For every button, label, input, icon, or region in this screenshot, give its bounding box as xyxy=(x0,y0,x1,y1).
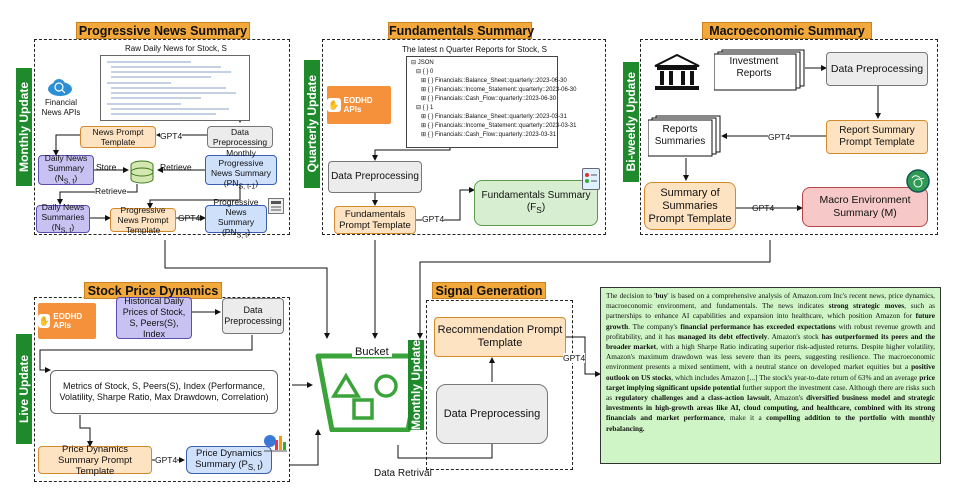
macro-environment-summary: Macro Environment Summary (M) xyxy=(802,187,928,227)
fundamentals-panel xyxy=(322,39,606,235)
globe-gear-icon xyxy=(904,168,932,194)
daily-news-summary: Daily News Summary (NS, t) xyxy=(38,153,94,186)
progressive-news-panel xyxy=(34,39,290,235)
progressive-news-summary: Progressive News Summary (PNS, t) xyxy=(205,197,267,240)
cloud-icon xyxy=(47,77,73,97)
output-text-segment: The decision to ' xyxy=(606,291,656,300)
progressive-news-title: Progressive News Summary xyxy=(76,22,250,39)
summaries-stack-icon xyxy=(647,114,722,158)
output-emphasis: compelling addition to the portfolio wit… xyxy=(606,413,935,433)
signal-data-preprocessing: Data Preprocessing xyxy=(436,384,548,444)
json-line: ⊞ { } Financials::Balance_Sheet::quarter… xyxy=(421,78,567,84)
historical-prices: Historical Daily Prices of Stock, S, Pee… xyxy=(116,296,192,339)
report-summary-prompt-template: Report Summary Prompt Template xyxy=(826,120,928,154)
stock-title: Stock Price Dynamics xyxy=(84,282,222,299)
fundamentals-data-preprocessing: Data Preprocessing xyxy=(328,161,422,193)
json-line: ⊟ JSON xyxy=(411,60,434,66)
output-emphasis: regulatory challenges and a class-action… xyxy=(615,393,770,403)
macro-data-preprocessing: Data Preprocessing xyxy=(826,52,928,86)
json-line: ⊞ { } Financials::Income_Statement::quar… xyxy=(421,87,577,93)
retrieve-label: Retrieve xyxy=(160,162,192,172)
output-text-segment: , Amazon's xyxy=(769,393,807,403)
output-text-segment: further support the investment case. Alt… xyxy=(606,382,935,403)
raw-news-document xyxy=(100,55,250,121)
output-emphasis: future growth xyxy=(606,311,935,331)
summary-of-summaries-prompt: Summary of Summaries Prompt Template xyxy=(644,182,736,230)
stock-cadence-label: Live Update xyxy=(16,334,32,444)
stock-eodhd-api: ✋EODHD APIs xyxy=(38,303,96,339)
output-emphasis: strong strategic moves xyxy=(828,301,905,311)
quarter-reports-title: The latest n Quarter Reports for Stock, … xyxy=(402,45,547,54)
json-line: ⊞ { } Financials::Cash_Flow::quarterly::… xyxy=(421,132,557,138)
json-line: ⊟ { } 0 xyxy=(416,69,434,75)
fundamentals-gpt4-label: GPT4 xyxy=(422,214,445,224)
macro-cadence-label: Bi-weekly Update xyxy=(623,62,639,182)
fundamentals-eodhd-api: ✋EODHD APIs xyxy=(327,86,391,124)
output-text-segment: , make it a xyxy=(723,413,767,423)
output-emphasis: diversified business model and strategic… xyxy=(606,393,935,423)
price-dynamics-prompt-template: Price Dynamics Summary Prompt Template xyxy=(38,444,152,477)
output-emphasis: financial performance has exceeded expec… xyxy=(680,321,836,331)
json-line: ⊞ { } Financials::Balance_Sheet::quarter… xyxy=(421,114,567,120)
bank-icon xyxy=(652,52,702,92)
signal-title: Signal Generation xyxy=(432,282,546,299)
stock-data-preprocessing: Data Preprocessing xyxy=(222,298,284,334)
output-text-segment: ' is based on a comprehensive analysis o… xyxy=(606,291,936,311)
progressive-gpt4b-label: GPT4 xyxy=(178,213,201,223)
data-retrieval-label: Data Retrival xyxy=(374,468,432,479)
quarter-json-tree: ⊟ JSON ⊟ { } 0 ⊞ { } Financials::Balance… xyxy=(406,56,577,148)
macro-panel xyxy=(640,39,938,235)
progressive-gpt4-label: GPT4 xyxy=(160,131,183,141)
eodhd-logo-icon: ✋ xyxy=(327,98,341,112)
output-emphasis: has outperformed its peers and the broad… xyxy=(606,331,936,352)
output-emphasis: positive outlook on US stocks xyxy=(606,362,935,382)
output-text-segment: , such as partnerships to enhance AI cap… xyxy=(606,301,935,321)
bucket-label: Bucket xyxy=(352,347,392,358)
raw-news-title: Raw Daily News for Stock, S xyxy=(125,44,227,53)
reports-summaries: Reports Summaries xyxy=(654,124,706,147)
fundamentals-cadence-label: Quarterly Update xyxy=(304,60,320,188)
daily-news-summaries: Daily News Summaries (NS, t) xyxy=(36,202,90,235)
news-prompt-template: News Prompt Template xyxy=(80,126,156,148)
store-label: Store xyxy=(96,162,117,172)
fundamentals-summary: Fundamentals Summary (FS) xyxy=(474,180,598,226)
progressive-cadence-label: Monthly Update xyxy=(16,68,32,186)
progressive-prompt-template: Progressive News Prompt Template xyxy=(110,205,176,235)
output-text-segment: . The company's xyxy=(628,321,681,331)
macro-title: Macroeconomic Summary xyxy=(702,22,872,39)
json-line: ⊞ { } Financials::Income_Statement::quar… xyxy=(421,123,577,129)
macro-gpt4-label: GPT4 xyxy=(768,132,791,142)
chart-icon xyxy=(262,432,288,454)
metrics-box: Metrics of Stock, S, Peers(S), Index (Pe… xyxy=(50,370,278,414)
price-dynamics-summary: Price Dynamics Summary (PS, t) xyxy=(186,446,272,474)
eodhd-logo-icon: ✋ xyxy=(38,314,51,328)
database-icon xyxy=(128,160,156,184)
output-text-segment: , with a high Sharpe Ratio indicating su… xyxy=(606,342,935,372)
signal-cadence-label: Monthly Update xyxy=(408,340,424,430)
output-text-segment: . Amazon's stock xyxy=(767,331,822,341)
output-text-segment: with robust revenue growth and profitabi… xyxy=(606,321,935,341)
recommendation-prompt-template: Recommendation Prompt Template xyxy=(434,317,566,357)
newspaper-icon xyxy=(268,198,284,214)
macro-gpt4b-label: GPT4 xyxy=(752,203,775,213)
monthly-progressive-summary: Monthly Progressive News Summary (PNS, t… xyxy=(205,148,277,191)
json-line: ⊞ { } Financials::Cash_Flow::quarterly::… xyxy=(421,96,557,102)
stock-gpt4-label: GPT4 xyxy=(155,455,178,465)
recommendation-output-text: The decision to 'buy' is based on a comp… xyxy=(600,287,941,464)
document-stack-icon xyxy=(713,48,806,92)
investment-reports: Investment Reports xyxy=(729,56,779,79)
retrieve2-label: Retrieve xyxy=(95,186,127,196)
financial-news-apis-label: Financial News APIs xyxy=(41,98,81,117)
fundamentals-prompt-template: Fundamentals Prompt Template xyxy=(334,206,416,234)
progressive-data-preprocessing: Data Preprocessing xyxy=(207,126,273,148)
signal-gpt4-label: GPT4 xyxy=(563,353,586,363)
output-emphasis: buy xyxy=(655,291,668,300)
checklist-icon xyxy=(582,168,600,190)
json-line: ⊟ { } 1 xyxy=(416,105,434,111)
fundamentals-title: Fundamentals Summary xyxy=(388,22,535,39)
output-emphasis: price target implying significant upside… xyxy=(606,372,935,392)
output-text-segment: , which includes Amazon [...] The stock'… xyxy=(671,372,920,382)
signal-panel xyxy=(426,300,573,470)
output-emphasis: managed its debt effectively xyxy=(677,331,768,341)
